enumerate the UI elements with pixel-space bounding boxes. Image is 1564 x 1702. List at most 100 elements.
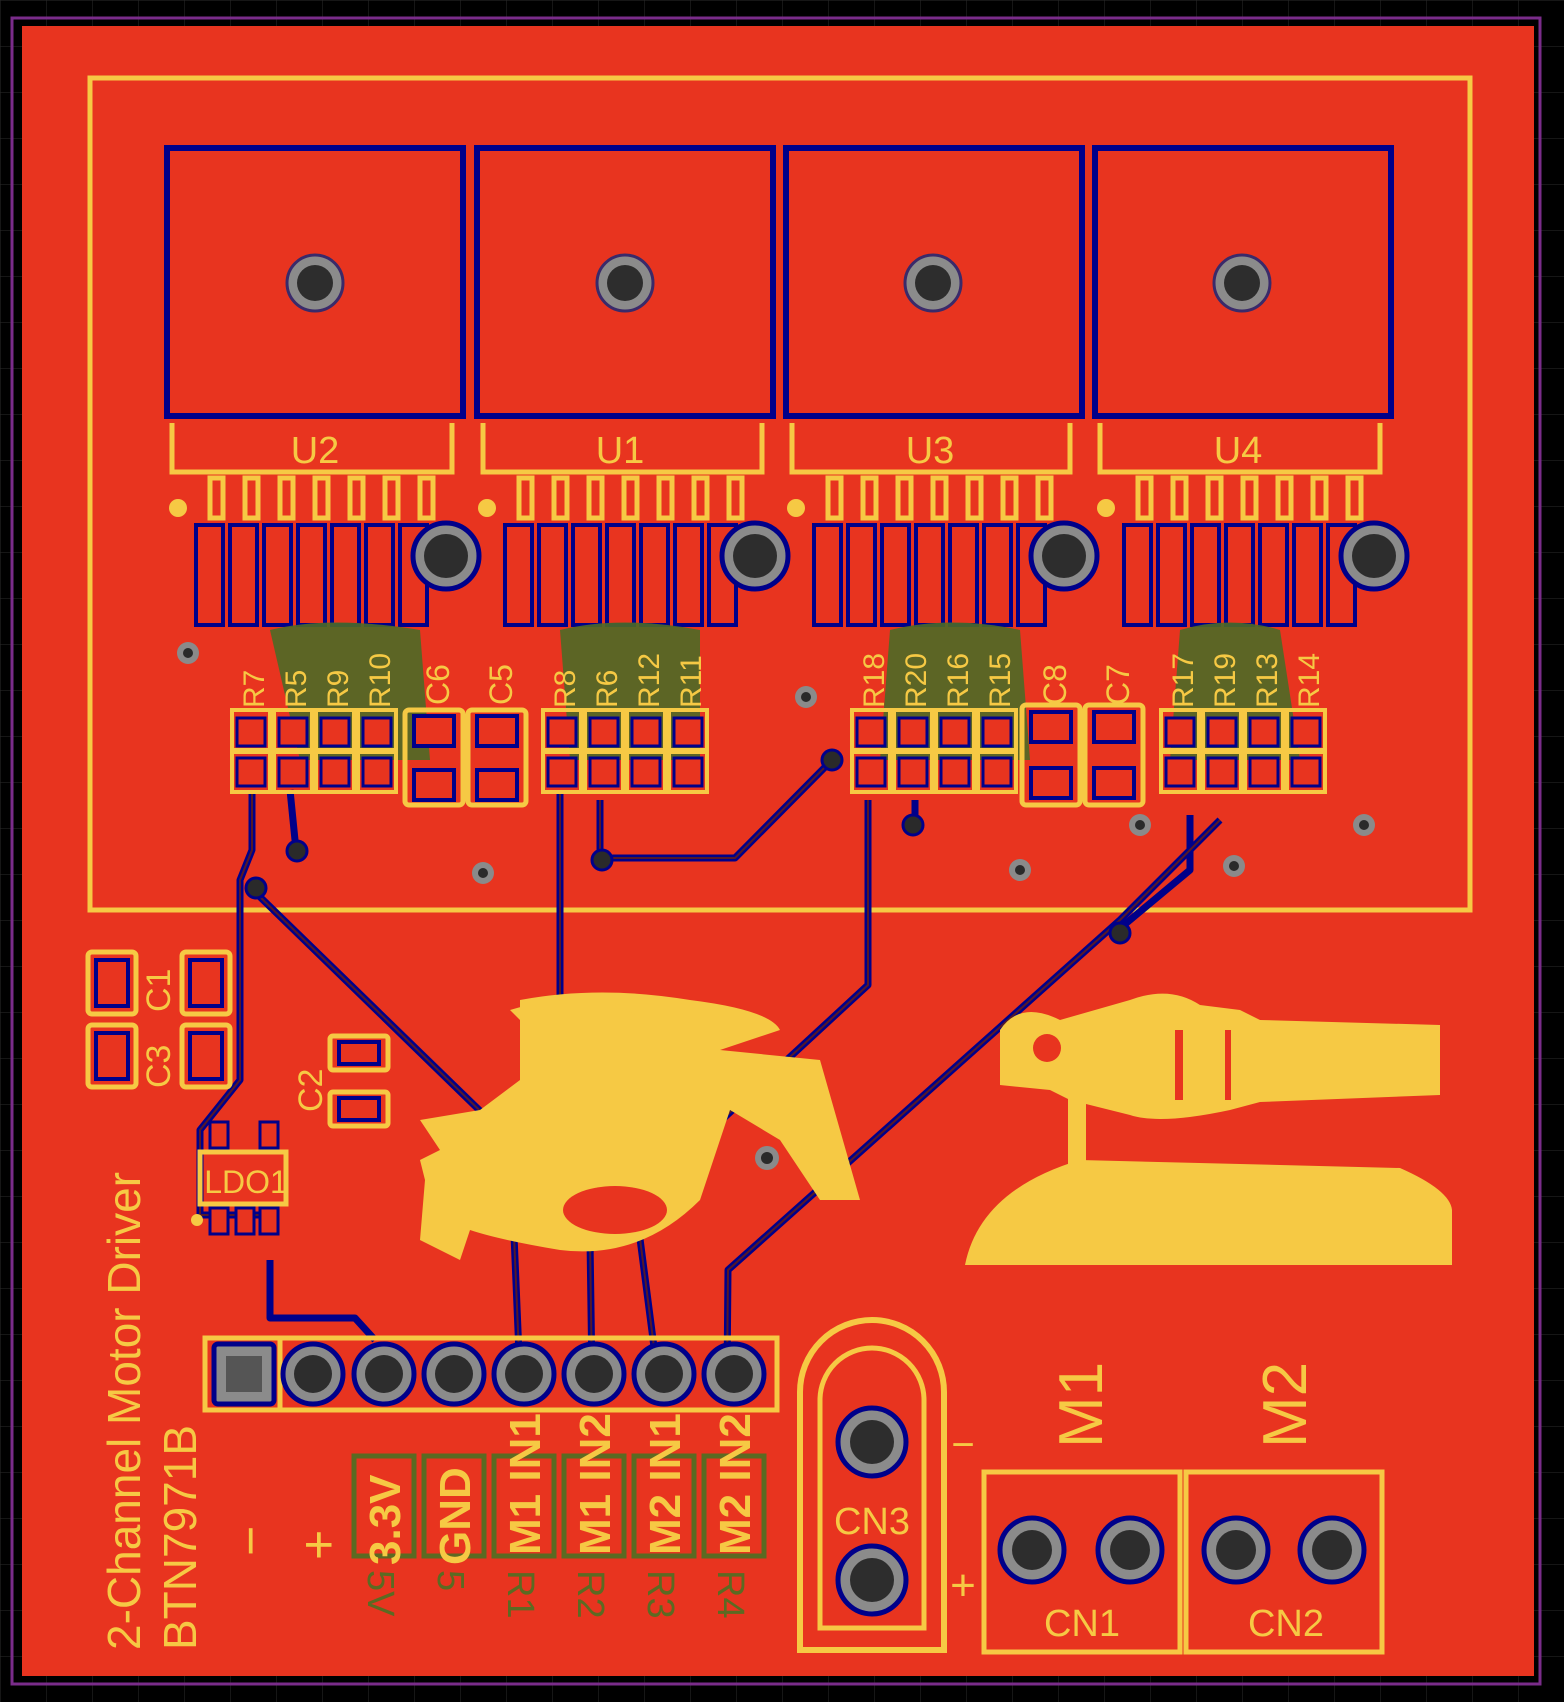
pin-label-box [701, 1453, 767, 1559]
resistor-label: R7 [238, 670, 271, 708]
ic-leg [551, 475, 570, 521]
pin1-dot [787, 499, 805, 517]
ic-leg [347, 475, 366, 521]
ic-tab-hole-inner [1352, 534, 1396, 578]
header-pin-square-inner [226, 1356, 262, 1392]
ic-u2: U2 [164, 145, 466, 475]
ic-leg [1275, 475, 1294, 521]
pin-label: M2 IN1 [641, 1413, 690, 1555]
ic-leg [382, 475, 401, 521]
resistor-pad [361, 716, 393, 748]
ic-pad [330, 523, 361, 627]
resistor-label: R10 [364, 653, 397, 708]
ic-leg [965, 475, 984, 521]
resistor-label: R9 [322, 670, 355, 708]
power-minus-label: − [222, 1526, 280, 1556]
cn1-label: CN1 [1044, 1603, 1120, 1645]
header-pin-inner [365, 1355, 403, 1393]
resistor-label: R17 [1167, 653, 1200, 708]
resistor-label: R13 [1251, 653, 1284, 708]
ic-leg [930, 475, 949, 521]
ic-pad [846, 523, 877, 627]
resistor-outline-bottom [314, 750, 356, 794]
board-chip: BTN7971B [154, 1425, 206, 1650]
ic-u3: U3 [783, 145, 1085, 475]
ic-leg [277, 475, 296, 521]
header-pin-inner [645, 1355, 683, 1393]
ic-pad [262, 523, 293, 627]
ic-pad [914, 523, 945, 627]
pin-label: M1 IN2 [571, 1413, 620, 1555]
header-pin-inner [575, 1355, 613, 1393]
pin1-dot [169, 499, 187, 517]
pin-label-mirrored: R3 [639, 1570, 681, 1619]
ic-leg [1135, 475, 1154, 521]
ic-leg [586, 475, 605, 521]
pin-label: 3.3V [361, 1474, 410, 1565]
vias [177, 642, 1375, 1170]
pin1-dot [478, 499, 496, 517]
board-title: 2-Channel Motor Driver [98, 1172, 150, 1650]
resistor-outline-bottom [892, 750, 934, 794]
resistor-label: R8 [549, 670, 582, 708]
board-edge [10, 16, 1542, 1686]
resistor-label: R15 [984, 653, 1017, 708]
resistor-pad [235, 756, 267, 788]
pin-label-box [351, 1453, 417, 1559]
resistor-pad [981, 716, 1013, 748]
ic-tab-hole-inner [733, 534, 777, 578]
resistor-outline-bottom [934, 750, 976, 794]
resistor-pad [546, 756, 578, 788]
ic-pad [1292, 523, 1323, 627]
regulator-ldo1: LDO1 [191, 1120, 289, 1236]
header-pin-inner [435, 1355, 473, 1393]
resistor-pad [855, 716, 887, 748]
smd-pads [230, 708, 1327, 794]
ic-leg [656, 475, 675, 521]
header-pin-inner [715, 1355, 753, 1393]
pin-label-mirrored: R4 [709, 1570, 751, 1619]
cn3-minus: − [951, 1423, 974, 1467]
ic-leg [895, 475, 914, 521]
resistor-outline-bottom [1159, 750, 1201, 794]
resistor-pad [1290, 756, 1322, 788]
resistor-pad [1206, 756, 1238, 788]
ic-tab-hole-inner [1042, 534, 1086, 578]
ic-leg [1000, 475, 1019, 521]
heatsink-outline [87, 75, 1473, 913]
resistor-outline-bottom [1201, 750, 1243, 794]
label-ldo1: LDO1 [204, 1164, 288, 1200]
resistor-outline-bottom [976, 750, 1018, 794]
ic-leg [516, 475, 535, 521]
ic-pad [364, 523, 395, 627]
cn1-motor-label: M1 [1047, 1362, 1116, 1448]
silk-artwork-robot-eye [563, 1186, 667, 1234]
ic-u4-label: U4 [1214, 430, 1263, 472]
cap-outlines [402, 702, 1146, 808]
ic-pad [228, 523, 259, 627]
ic-pad [1190, 523, 1221, 627]
ic-pad [1122, 523, 1153, 627]
connector-cn3: CN3 − + [797, 1317, 976, 1653]
ic-pad [673, 523, 704, 627]
ic-pads [194, 520, 1410, 627]
resistor-pad [1248, 756, 1280, 788]
cn2-label: CN2 [1248, 1603, 1324, 1645]
cap-pads [412, 710, 1136, 802]
resistor-outline-bottom [272, 750, 314, 794]
resistor-pad [277, 756, 309, 788]
resistor-pad [588, 756, 620, 788]
ic-tab-hole-inner [424, 534, 468, 578]
pin-label: M2 IN2 [711, 1413, 760, 1555]
label-c1: C1 [140, 969, 178, 1012]
resistor-pad [1206, 716, 1238, 748]
resistor-label: R20 [900, 653, 933, 708]
resistor-label: R16 [942, 653, 975, 708]
resistor-pad [1164, 756, 1196, 788]
resistor-pad [939, 716, 971, 748]
resistor-outline-bottom [1285, 750, 1327, 794]
resistor-pad [588, 716, 620, 748]
resistor-pad [981, 756, 1013, 788]
pin-label-mirrored: R2 [569, 1570, 611, 1619]
